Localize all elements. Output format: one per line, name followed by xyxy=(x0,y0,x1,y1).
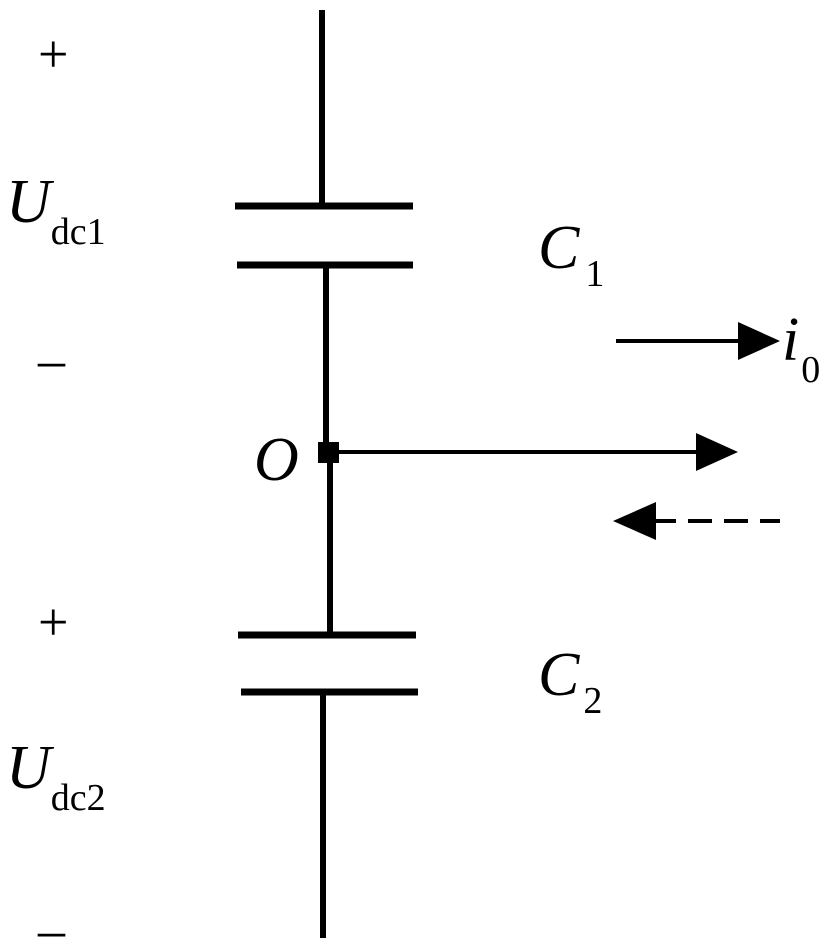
dashed-arrowhead xyxy=(613,502,656,540)
voltage-bottom-minus: – xyxy=(37,900,66,949)
capacitor-c2-letter: C xyxy=(538,641,580,709)
voltage-bottom-plus: + xyxy=(38,592,68,652)
voltage-top-plus: + xyxy=(38,24,68,84)
current-arrowhead xyxy=(738,322,780,360)
voltage-top-letter: U xyxy=(6,168,55,236)
capacitor-c2-subscript: 2 xyxy=(583,680,602,722)
node-o-label: O xyxy=(254,426,299,494)
voltage-bottom-letter: U xyxy=(6,734,55,802)
voltage-top-minus: – xyxy=(37,330,66,390)
voltage-bottom-symbol: Udc2 xyxy=(6,734,106,819)
current-label: i0 xyxy=(782,306,820,391)
capacitor-c1-subscript: 1 xyxy=(585,253,604,295)
voltage-top-subscript: dc1 xyxy=(51,211,106,253)
voltage-bottom-subscript: dc2 xyxy=(51,777,106,819)
current-subscript: 0 xyxy=(801,349,820,391)
node-o-dot xyxy=(318,442,339,463)
voltage-top-symbol: Udc1 xyxy=(6,168,106,253)
capacitor-c1-letter: C xyxy=(538,214,580,282)
current-letter: i xyxy=(782,306,799,374)
output-arrowhead xyxy=(696,433,738,471)
